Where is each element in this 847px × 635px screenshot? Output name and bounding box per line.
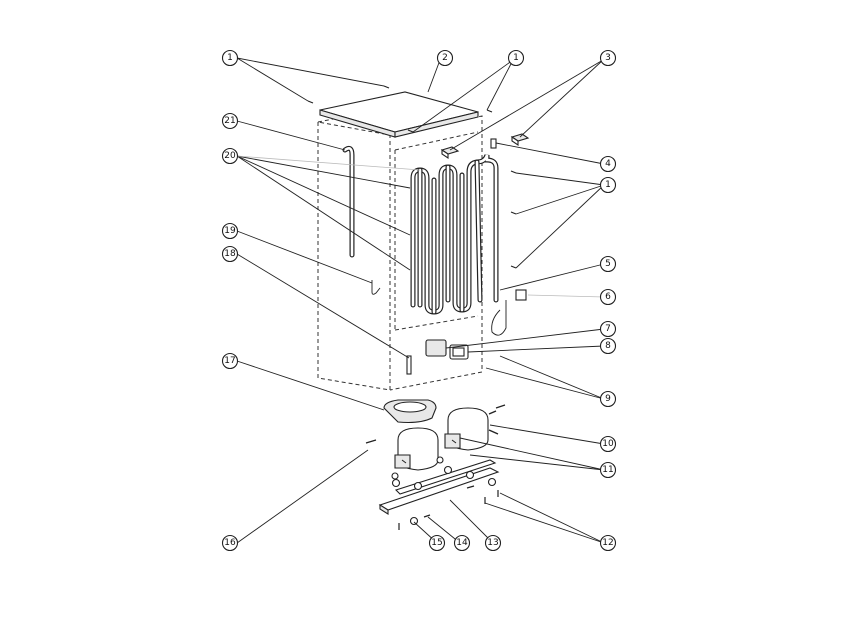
svg-text:20: 20 (224, 151, 236, 161)
callout-12: 12 (599, 534, 617, 552)
hook-part (371, 280, 381, 295)
svg-text:9: 9 (605, 394, 611, 404)
callout-5: 5 (599, 255, 617, 273)
svg-text:18: 18 (224, 249, 236, 259)
svg-text:15: 15 (431, 538, 442, 548)
svg-text:10: 10 (602, 439, 614, 449)
svg-text:11: 11 (602, 465, 613, 475)
callout-17: 17 (221, 352, 239, 370)
small-box-part (515, 289, 527, 301)
side-tube (342, 145, 355, 258)
callout-7: 7 (599, 320, 617, 338)
svg-text:1: 1 (513, 53, 519, 63)
compressor-right (444, 407, 499, 451)
callout-18: 18 (221, 245, 239, 263)
screws-base (365, 404, 506, 530)
top-lid (319, 91, 479, 138)
grommets (391, 456, 497, 526)
svg-text:2: 2 (442, 53, 448, 63)
leader-lines (236, 57, 605, 544)
callout-19: 19 (221, 222, 239, 240)
svg-text:21: 21 (224, 116, 235, 126)
svg-text:17: 17 (224, 356, 235, 366)
callout-15: 15 (428, 534, 446, 552)
svg-text:6: 6 (605, 292, 611, 302)
compressor-left (394, 427, 439, 471)
callout-3: 3 (599, 49, 617, 67)
svg-text:14: 14 (456, 538, 468, 548)
callout-4: 4 (599, 155, 617, 173)
svg-text:19: 19 (224, 226, 236, 236)
callout-1b: 1 (507, 49, 525, 67)
svg-text:4: 4 (605, 159, 611, 169)
callout-10: 10 (599, 435, 617, 453)
callouts: 1 2 1 3 21 20 4 1 (221, 49, 617, 552)
svg-text:8: 8 (605, 341, 611, 351)
drip-tray (383, 399, 437, 424)
svg-text:16: 16 (224, 538, 236, 548)
callout-9: 9 (599, 390, 617, 408)
callout-21: 21 (221, 112, 239, 130)
screws-top (307, 85, 517, 269)
pin-part (490, 138, 497, 149)
svg-text:5: 5 (605, 259, 611, 269)
callout-2: 2 (436, 49, 454, 67)
svg-text:12: 12 (602, 538, 613, 548)
svg-text:1: 1 (605, 180, 611, 190)
svg-text:1: 1 (227, 53, 233, 63)
callout-16: 16 (221, 534, 239, 552)
callout-20: 20 (221, 147, 239, 165)
callout-8: 8 (599, 337, 617, 355)
svg-text:7: 7 (605, 324, 611, 334)
callout-1c: 1 (599, 176, 617, 194)
condenser-coil (410, 154, 507, 336)
callout-6: 6 (599, 288, 617, 306)
corner-brackets (440, 133, 530, 160)
svg-text:13: 13 (487, 538, 498, 548)
svg-text:3: 3 (605, 53, 611, 63)
callout-1a: 1 (221, 49, 239, 67)
relay-starter (425, 339, 469, 360)
callout-14: 14 (453, 534, 471, 552)
capillary-part (406, 355, 412, 375)
callout-13: 13 (484, 534, 502, 552)
callout-11: 11 (599, 461, 617, 479)
